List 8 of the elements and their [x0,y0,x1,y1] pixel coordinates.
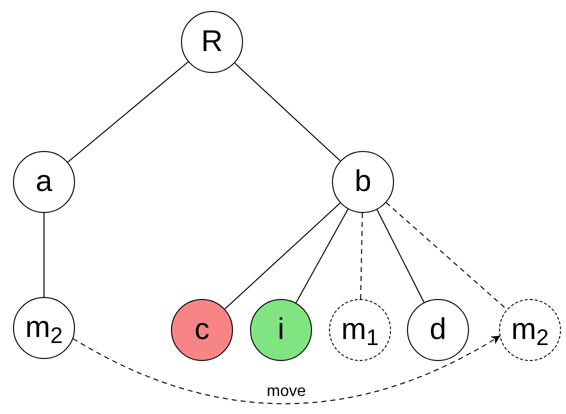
dashed-edge [386,202,508,310]
dashed-edge [360,212,363,300]
tree-edge [224,202,341,310]
tree-edge [296,208,348,304]
dashed-edge [72,336,500,404]
tree-edge [376,209,424,303]
tree-edge [234,62,341,162]
tree-edge [67,61,189,163]
